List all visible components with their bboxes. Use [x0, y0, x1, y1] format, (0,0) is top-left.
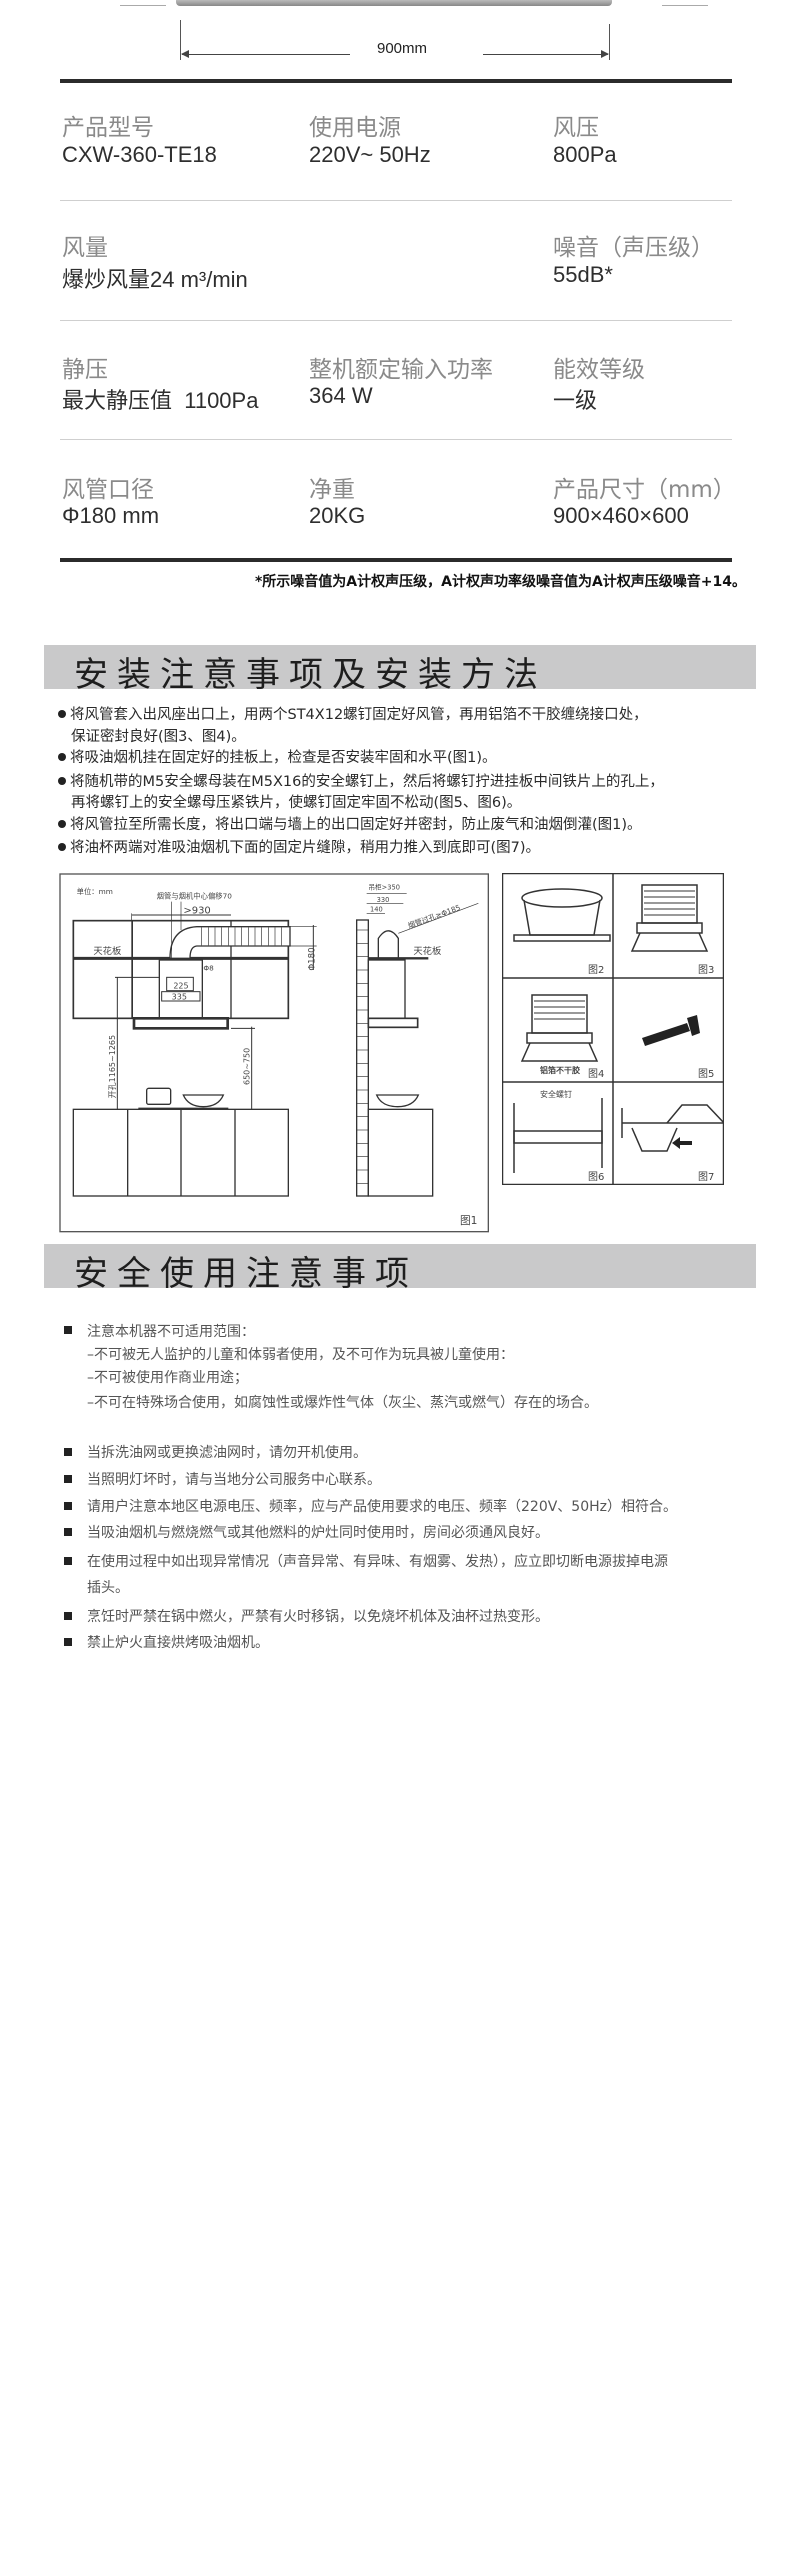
- safety-subitem: –不可被无人监护的儿童和体弱者使用，及不可作为玩具被儿童使用：: [87, 1347, 514, 1363]
- bullet-square-icon: [64, 1638, 72, 1646]
- bullet-square-icon: [64, 1557, 72, 1565]
- install-step-continued: 保证密封良好(图3、图4)。: [71, 729, 246, 745]
- ceiling-label: 天花板: [93, 945, 121, 957]
- safety-item: 请用户注意本地区电源电压、频率，应与产品使用要求的电压、频率（220V、50Hz…: [87, 1499, 677, 1515]
- bullet-icon: [58, 843, 66, 851]
- spec-divider: [60, 320, 732, 321]
- spec-bottom-rule: [60, 558, 732, 562]
- safety-item: 当照明灯坏时，请与当地分公司服务中心联系。: [87, 1472, 381, 1488]
- bullet-icon: [58, 753, 66, 761]
- foil-tape-label: 铝箔不干胶: [540, 1065, 580, 1075]
- duct-corrugation: [201, 927, 282, 946]
- install-section-header: 安装注意事项及安装方法: [44, 645, 756, 695]
- duct-diameter-label: Φ180: [307, 947, 317, 970]
- dim-140-label: 140: [370, 906, 383, 914]
- duct-hole-label: 烟管过孔≥Φ185: [407, 903, 462, 930]
- bullet-icon: [58, 710, 66, 718]
- hole-height-label: 开孔1165~1265: [108, 1035, 117, 1098]
- spec-divider: [60, 439, 732, 440]
- install-section-title: 安装注意事项及安装方法: [74, 655, 547, 695]
- unit-label: 单位：mm: [77, 887, 113, 896]
- bullet-square-icon: [64, 1528, 72, 1536]
- bullet-icon: [58, 777, 66, 785]
- push-arrow-icon: [672, 1137, 692, 1149]
- fig4-label: 图4: [588, 1068, 604, 1080]
- safety-item: 当拆洗油网或更换滤油网时，请勿开机使用。: [87, 1445, 367, 1461]
- spec-divider: [60, 200, 732, 201]
- safety-item: 在使用过程中如出现异常情况（声音异常、有异味、有烟雾、发热），应立即切断电源拔掉…: [87, 1554, 668, 1570]
- dimension-width-label: 900mm: [377, 40, 428, 57]
- install-step: 将吸油烟机挂在固定好的挂板上，检查是否安装牢固和水平(图1)。: [58, 748, 497, 768]
- install-step: 将油杯两端对准吸油烟机下面的固定片缝隙，稍用力推入到底即可(图7)。: [58, 838, 540, 858]
- safety-section-header: 安全使用注意事项: [44, 1244, 756, 1294]
- screw-icon: [642, 1015, 700, 1046]
- safety-item: 禁止炉火直接烘烤吸油烟机。: [87, 1635, 269, 1651]
- bullet-square-icon: [64, 1612, 72, 1620]
- installation-steps-grid: 铝箔不干胶 安全螺钉 图2 图3 图4 图5 图6 图7: [502, 873, 724, 1185]
- dimension-tick-left: [120, 5, 166, 6]
- ceiling-label-side: 天花板: [413, 945, 441, 957]
- safety-item-continued: 插头。: [87, 1580, 129, 1596]
- safety-item: 当吸油烟机与燃烧燃气或其他燃料的炉灶同时使用时，房间必须通风良好。: [87, 1525, 549, 1541]
- dim-225-label: 225: [173, 981, 188, 990]
- dimension-tick-right: [662, 5, 708, 6]
- offset-label: 烟管与烟机中心偏移70: [157, 891, 233, 900]
- safety-subitem: –不可在特殊场合使用，如腐蚀性或爆炸性气体（灰尘、蒸汽或燃气）存在的场合。: [87, 1395, 598, 1411]
- bullet-square-icon: [64, 1448, 72, 1456]
- install-step-continued: 再将螺钉上的安全螺母压紧铁片，使螺钉固定牢固不松动(图5、图6)。: [71, 795, 522, 811]
- phi8-label: Φ8: [203, 964, 214, 973]
- installation-diagram-fig1: 单位：mm 烟管与烟机中心偏移70 >930 天花板 Φ180 Φ8 225 3…: [59, 873, 489, 1233]
- safety-section-title: 安全使用注意事项: [74, 1254, 418, 1294]
- spec-top-rule: [60, 79, 732, 83]
- fig6-label: 图6: [588, 1171, 604, 1183]
- dimension-line: [180, 20, 610, 60]
- dim-330-label: 330: [377, 896, 390, 904]
- fig2-label: 图2: [588, 964, 604, 976]
- width-min-label: >930: [183, 905, 210, 916]
- install-step: 将随机带的M5安全螺母装在M5X16的安全螺钉上，然后将螺钉拧进挂板中间铁片上的…: [58, 772, 664, 792]
- brick-wall-pattern: [356, 929, 369, 1184]
- fig3-label: 图3: [698, 964, 714, 976]
- install-step: 将风管拉至所需长度，将出口端与墙上的出口固定好并密封，防止废气和油烟倒灌(图1)…: [58, 815, 642, 835]
- safety-item: 烹饪时严禁在锅中燃火，严禁有火时移锅，以免烧坏机体及油杯过热变形。: [87, 1609, 549, 1625]
- dim-335-label: 335: [172, 992, 187, 1001]
- product-image-bottom: [176, 0, 612, 6]
- safety-item: 注意本机器不可适用范围：: [87, 1324, 255, 1340]
- cabinet-depth-label: 吊柜>350: [368, 882, 400, 891]
- fig5-label: 图5: [698, 1068, 714, 1080]
- bullet-square-icon: [64, 1475, 72, 1483]
- bullet-square-icon: [64, 1326, 72, 1334]
- fig7-label: 图7: [698, 1171, 714, 1183]
- safety-screw-label: 安全螺钉: [540, 1089, 572, 1099]
- bullet-icon: [58, 820, 66, 828]
- install-step: 将风管套入出风座出口上，用两个ST4X12螺钉固定好风管，再用铝箔不干胶缠绕接口…: [58, 705, 648, 725]
- hood-height-label: 650~750: [242, 1048, 251, 1085]
- noise-footnote: *所示噪音值为A计权声压级，A计权声功率级噪音值为A计权声压级噪音+14。: [254, 574, 746, 590]
- fig1-label: 图1: [460, 1214, 477, 1227]
- bullet-square-icon: [64, 1502, 72, 1510]
- safety-subitem: –不可被使用作商业用途；: [87, 1370, 248, 1386]
